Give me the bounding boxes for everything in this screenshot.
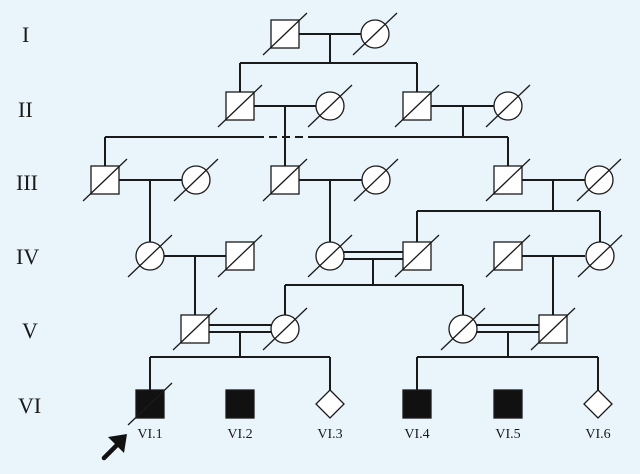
deceased-slash — [127, 234, 173, 278]
individual-i1 — [262, 12, 308, 56]
deceased-slash — [352, 12, 398, 56]
individual-iii5 — [485, 158, 531, 202]
deceased-slash — [262, 158, 308, 202]
deceased-slash — [217, 234, 263, 278]
individual-iv1 — [127, 234, 173, 278]
individual-label-vi1: VI.1 — [137, 427, 162, 442]
deceased-slash — [262, 12, 308, 56]
individual-vi3: VI.3 — [315, 389, 345, 442]
deceased-slash — [353, 158, 399, 202]
individual-label-vi2: VI.2 — [227, 427, 252, 442]
deceased-slash — [394, 234, 440, 278]
generation-label-i: I — [22, 22, 29, 47]
generation-label-v: V — [22, 318, 38, 343]
individual-v1 — [172, 307, 218, 351]
affected-male-symbol — [225, 389, 255, 419]
affected-male-symbol — [402, 389, 432, 419]
deceased-slash — [82, 158, 128, 202]
individual-vi4: VI.4 — [402, 389, 432, 442]
deceased-slash — [577, 234, 623, 278]
generation-label-iii: III — [16, 170, 38, 195]
individual-iv4 — [394, 234, 440, 278]
deceased-slash — [576, 158, 622, 202]
deceased-slash — [485, 158, 531, 202]
generation-label-iv: IV — [16, 244, 39, 269]
generation-label-vi: VI — [18, 393, 41, 418]
individual-vi1: VI.1 — [127, 382, 173, 442]
individual-i2 — [352, 12, 398, 56]
deceased-slash — [485, 84, 531, 128]
deceased-slash — [262, 307, 308, 351]
individual-ii1 — [217, 84, 263, 128]
deceased-slash — [172, 307, 218, 351]
individual-iii4 — [353, 158, 399, 202]
individual-ii4 — [485, 84, 531, 128]
deceased-slash — [485, 234, 531, 278]
individual-v2 — [262, 307, 308, 351]
deceased-slash — [173, 158, 219, 202]
individual-ii3 — [394, 84, 440, 128]
individual-vi5: VI.5 — [493, 389, 523, 442]
individual-label-vi4: VI.4 — [404, 427, 429, 442]
individual-v4 — [530, 307, 576, 351]
individual-iii6 — [576, 158, 622, 202]
individual-ii2 — [307, 84, 353, 128]
generation-label-ii: II — [18, 97, 33, 122]
individual-iii1 — [82, 158, 128, 202]
individual-vi6: VI.6 — [583, 389, 613, 442]
individual-label-vi3: VI.3 — [317, 427, 342, 442]
individual-vi2: VI.2 — [225, 389, 255, 442]
deceased-slash — [530, 307, 576, 351]
deceased-slash — [217, 84, 263, 128]
deceased-slash — [307, 234, 353, 278]
individual-iii2 — [173, 158, 219, 202]
individual-iv2 — [217, 234, 263, 278]
individual-label-vi5: VI.5 — [495, 427, 520, 442]
deceased-slash — [307, 84, 353, 128]
individual-iv6 — [577, 234, 623, 278]
individual-iv3 — [307, 234, 353, 278]
individual-iv5 — [485, 234, 531, 278]
unspecified-sex-diamond — [583, 389, 613, 419]
deceased-slash — [394, 84, 440, 128]
individual-iii3 — [262, 158, 308, 202]
pedigree-lines — [104, 33, 601, 390]
deceased-slash — [127, 382, 173, 426]
unspecified-sex-diamond — [315, 389, 345, 419]
individual-v3 — [440, 307, 486, 351]
individual-label-vi6: VI.6 — [585, 427, 610, 442]
proband-arrow-icon — [101, 434, 127, 461]
affected-male-symbol — [493, 389, 523, 419]
deceased-slash — [440, 307, 486, 351]
